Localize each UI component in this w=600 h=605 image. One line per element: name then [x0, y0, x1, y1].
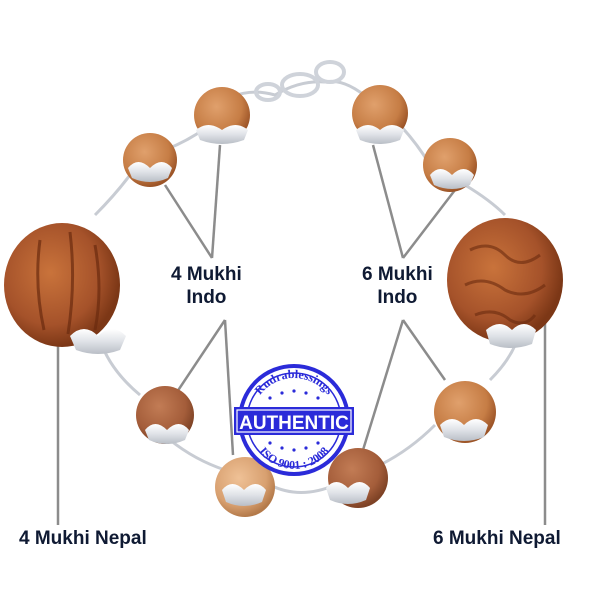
bead-6-mukhi-indo-lower-left — [326, 448, 388, 508]
bead-4-mukhi-indo-upper-right — [194, 87, 250, 144]
bead-6-mukhi-indo-lower-right — [434, 381, 496, 443]
bead-4-mukhi-nepal — [4, 223, 126, 354]
stamp-banner-text: AUTHENTIC — [239, 413, 349, 434]
label-4-mukhi-nepal: 4 Mukhi Nepal — [19, 528, 147, 549]
bead-4-mukhi-indo-lower-left — [136, 386, 194, 444]
bead-4-mukhi-indo-upper-left — [123, 133, 177, 187]
bead-6-mukhi-indo-upper-right — [423, 138, 477, 192]
label-4-mukhi-indo: 4 Mukhi Indo — [171, 264, 242, 308]
leader-lines — [56, 144, 547, 525]
bead-6-mukhi-nepal — [447, 218, 563, 348]
clasp — [254, 60, 346, 102]
label-6-mukhi-nepal: 6 Mukhi Nepal — [433, 528, 561, 549]
authentic-stamp: Rudrablessings ISO 9001 : 2008 AUTHENTIC — [234, 364, 354, 476]
bead-6-mukhi-indo-upper-left — [352, 85, 408, 144]
label-6-mukhi-indo: 6 Mukhi Indo — [362, 264, 433, 308]
bead-4-mukhi-indo-lower-right — [215, 457, 275, 517]
